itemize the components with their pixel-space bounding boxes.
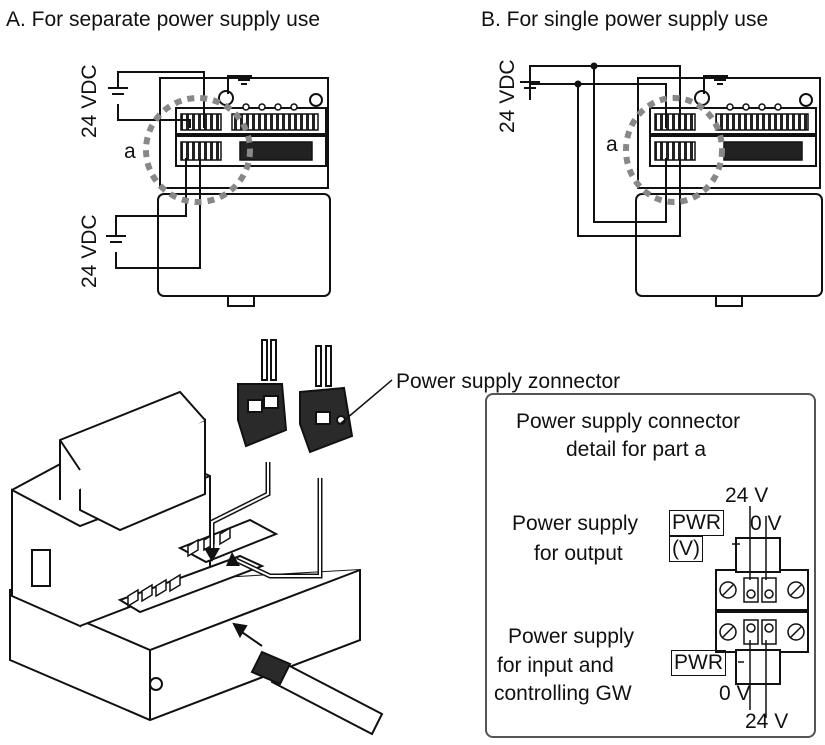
panel-b-wiring bbox=[520, 65, 728, 237]
pwr-v-box-line1: PWR bbox=[669, 510, 724, 536]
panel-a-part-label: a bbox=[124, 140, 136, 163]
panel-a-title: A. For separate power supply use bbox=[6, 8, 320, 31]
input-label-line1: Power supply bbox=[508, 625, 635, 648]
detail-wires bbox=[732, 506, 767, 718]
panel-a-module bbox=[157, 77, 331, 307]
callout-leader-line bbox=[339, 379, 393, 425]
plug-connector-left bbox=[237, 339, 288, 448]
panel-b-junction-dot bbox=[574, 80, 582, 88]
detail-title-line2: detail for part a bbox=[566, 438, 707, 461]
panel-b-module bbox=[635, 77, 823, 307]
panel-b-part-a-highlight bbox=[623, 95, 725, 205]
panel-b-junction-dot bbox=[590, 62, 598, 70]
input-label-line2: for input and bbox=[497, 654, 614, 677]
cable-with-ferrule bbox=[232, 622, 384, 736]
pwr-v-box-line2: (V) bbox=[669, 536, 703, 562]
panel-b-terminals bbox=[654, 103, 809, 161]
arrow-heads bbox=[204, 548, 240, 566]
panel-b-title: B. For single power supply use bbox=[481, 8, 769, 31]
output-label-line1: Power supply bbox=[512, 512, 639, 535]
detail-box bbox=[485, 393, 816, 738]
detail-top-0v: 0 V bbox=[750, 512, 782, 535]
input-label-line3: controlling GW bbox=[494, 682, 632, 705]
panel-b-voltage: 24 VDC bbox=[496, 59, 519, 133]
connector-callout-label: Power supply zonnector bbox=[396, 370, 621, 393]
isometric-unit bbox=[9, 390, 361, 722]
panel-b-part-label: a bbox=[606, 133, 618, 156]
plug-connector-right bbox=[299, 345, 354, 454]
detail-bottom-0v: 0 V bbox=[719, 682, 751, 705]
detail-bottom-24v: 24 V bbox=[745, 710, 789, 733]
output-label-line2: for output bbox=[534, 542, 623, 565]
panel-a-voltage-top: 24 VDC bbox=[78, 64, 101, 138]
insertion-arrows bbox=[209, 462, 323, 579]
pwr-box: PWR bbox=[671, 650, 726, 676]
panel-a-part-a-highlight bbox=[143, 95, 253, 205]
detail-terminal-screws bbox=[719, 577, 805, 645]
panel-a-voltage-bottom: 24 VDC bbox=[78, 214, 101, 288]
detail-top-24v: 24 V bbox=[725, 484, 769, 507]
detail-title-line1: Power supply connector bbox=[516, 410, 741, 433]
